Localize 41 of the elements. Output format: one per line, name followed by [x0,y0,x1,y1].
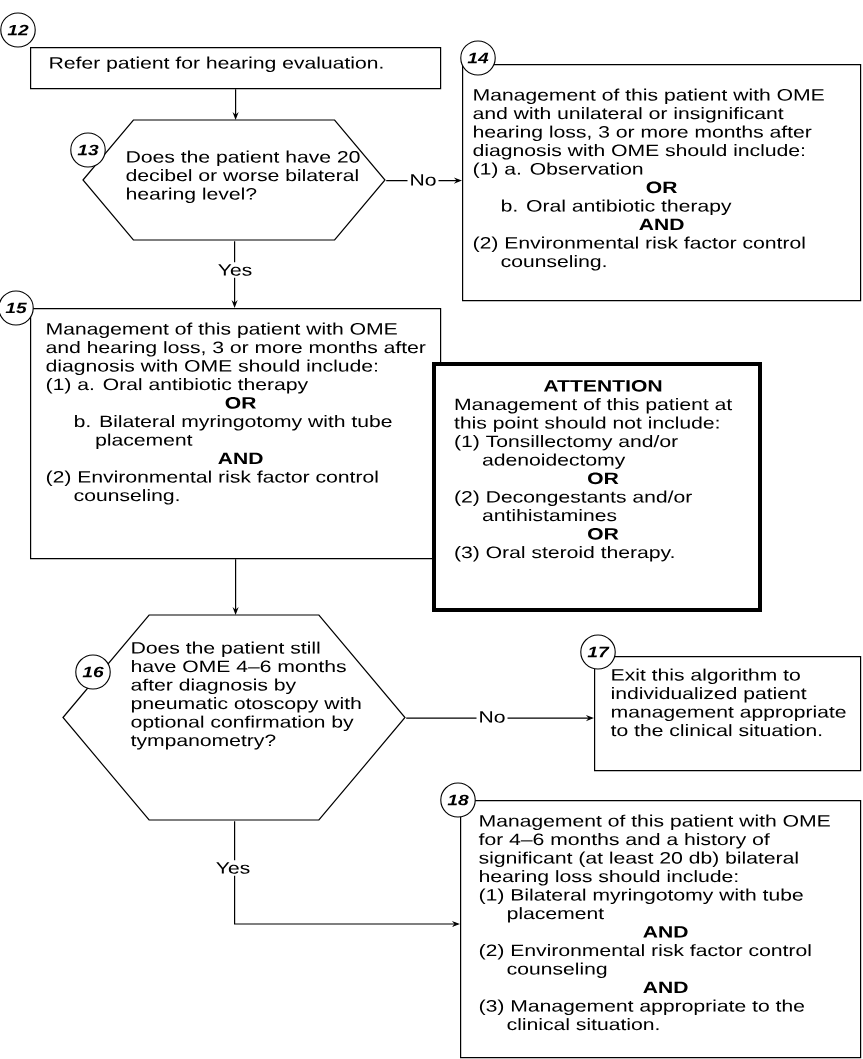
conjunction-word: AND [643,981,688,994]
list-item: (3) Oral steroid therapy. [455,546,674,562]
step-number: 15 [0,290,34,326]
conjunction-word: OR [588,528,619,540]
body-text: Management of this patient with OME and with unilateral or insignificant hearing loss, 3 or more months after diagnosis with OME should include: [473,88,824,160]
list-item: (2) Decongestants and/or antihistamines [455,490,692,522]
conjunction-word: OR [646,181,677,194]
list-item: (2) Environmental risk factor control counseling. [46,470,378,505]
body-text: Management of this patient with OME for 4–6 months and a history of significant (at least 20 db) bilateral hearing loss should include: [478,814,830,886]
body-text: Management of this patient at this point should not include: [454,398,733,432]
step-number: 12 [0,12,36,48]
conjunction-word: OR [588,472,619,485]
edge-label: No [407,172,439,188]
edge-label: No [476,709,508,725]
list-item: (2) Environmental risk factor control counseling [479,944,811,978]
edge-label: Yes [213,860,253,876]
process-box [432,362,762,612]
conjunction-word: AND [639,218,684,231]
step-number: 18 [440,782,476,818]
body-text: Exit this algorithm to individualized patient management appropriate to the clinical situation. [610,668,846,737]
body-text: Management of this patient with OME and hearing loss, 3 or more months after diagnosis with OME should include: [46,322,426,375]
list-item: b. Bilateral myringotomy with tube placement [75,415,392,449]
step-number: 16 [75,654,111,690]
step-number: 17 [580,634,616,670]
step-number: 14 [460,40,496,76]
edge-label: Yes [215,262,255,278]
conjunction-word: AND [643,926,688,938]
list-item: (1) a. Observation [473,162,643,178]
list-item: (1) a. Oral antibiotic therapy [46,378,309,394]
list-item: (1) Tonsillectomy and/or adenoidectomy [455,435,678,469]
conjunction-word: AND [218,452,263,465]
list-item: (2) Environmental risk factor control counseling. [473,236,805,271]
heading: ATTENTION [543,380,662,392]
conjunction-word: OR [225,397,256,409]
body-text: Refer patient for hearing evaluation. [50,56,383,72]
list-item: (3) Management appropriate to the clinical situation. [479,999,804,1031]
step-number: 13 [70,132,106,168]
body-text: Does the patient still have OME 4–6 months after diagnosis by pneumatic otoscopy with optional confirmation by tympanometry? [130,641,361,750]
list-item: b. Oral antibiotic therapy [502,199,732,215]
list-item: (1) Bilateral myringotomy with tube placement [479,888,803,923]
body-text: Does the patient have 20 decibel or worse bilateral hearing level? [126,150,360,203]
